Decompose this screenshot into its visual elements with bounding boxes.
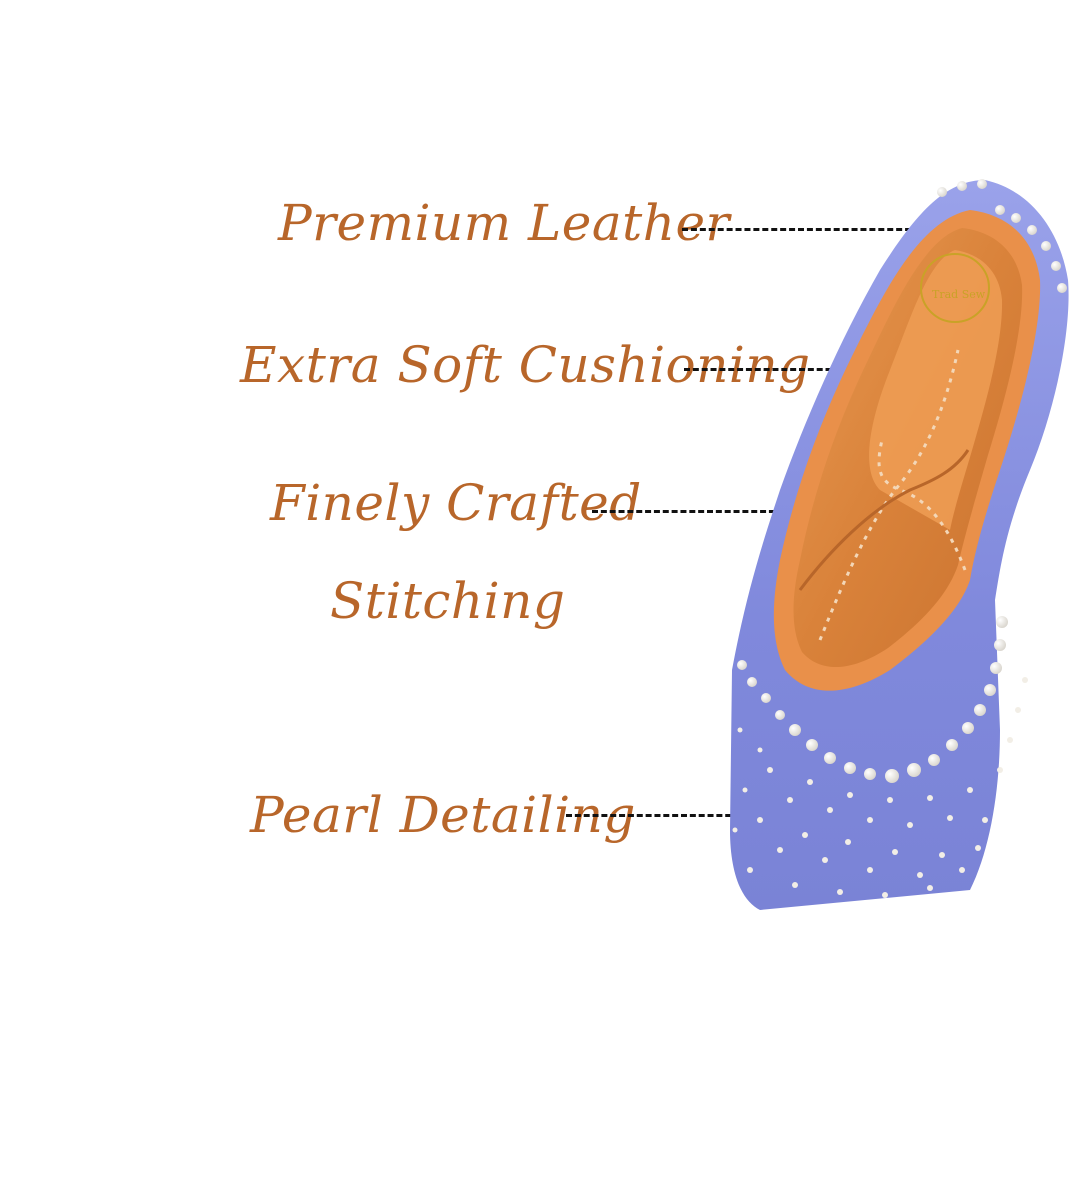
label-finely-crafted: Finely Crafted [270,474,642,532]
label-premium-leather: Premium Leather [278,194,730,252]
seam-line [798,449,970,591]
label-stitching: Stitching [330,572,566,630]
leader-extra-soft-cushioning [684,368,920,371]
leader-finely-crafted-stitching [592,510,828,513]
leader-premium-leather [682,228,920,231]
brand-logo-text: Trad Sew [932,288,986,301]
shoe-image: Trad Sew [700,170,1080,930]
pearl-scatter [732,677,1028,898]
pearl-border [737,179,1067,783]
stitching-line-right [877,439,967,571]
stitching-line-left [818,349,960,641]
shoe-illustration: Trad Sew [730,179,1069,910]
label-extra-soft-cushioning: Extra Soft Cushioning [240,336,811,394]
leader-pearl-detailing [566,814,802,817]
brand-logo: Trad Sew [920,253,990,323]
